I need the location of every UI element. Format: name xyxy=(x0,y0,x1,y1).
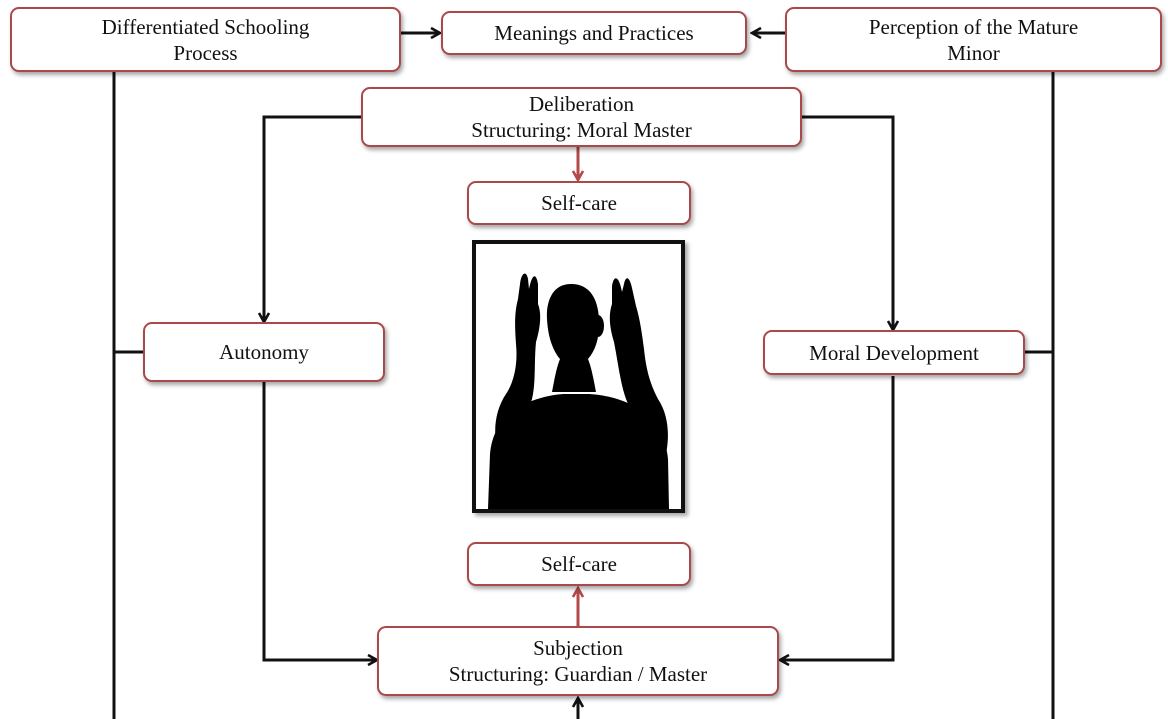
node-line: Process xyxy=(173,40,238,65)
node-label: Moral Development xyxy=(809,340,979,365)
edge-deliberation-to-autonomy xyxy=(264,115,362,322)
edge-moral-dev-to-subjection xyxy=(780,376,895,660)
node-selfcare-bottom: Self-care xyxy=(467,542,691,586)
node-label: Self-care xyxy=(541,552,617,576)
edge-deliberation-to-moral-dev xyxy=(801,115,893,330)
node-autonomy: Autonomy xyxy=(143,322,385,382)
node-label: Self-care xyxy=(541,191,617,215)
person-raising-hands-silhouette-icon xyxy=(488,273,669,509)
node-line: Perception of the Mature xyxy=(868,14,1079,39)
node-selfcare-top: Self-care xyxy=(467,181,691,225)
node-label: Autonomy xyxy=(219,340,309,364)
node-differentiated-schooling: Differentiated Schooling Process xyxy=(10,7,401,72)
node-perception-mature-minor: Perception of the Mature Minor xyxy=(785,7,1162,72)
node-meanings-and-practices: Meanings and Practices xyxy=(441,11,747,55)
node-line: Structuring: Moral Master xyxy=(471,118,692,142)
person-silhouette-image xyxy=(472,240,685,513)
node-line: Differentiated Schooling xyxy=(101,14,310,39)
node-label: Meanings and Practices xyxy=(494,21,694,45)
node-line: Minor xyxy=(947,40,1000,65)
node-line: Structuring: Guardian / Master xyxy=(448,662,708,686)
node-line: Deliberation xyxy=(529,92,634,116)
node-deliberation: Deliberation Structuring: Moral Master xyxy=(361,87,802,147)
node-subjection: Subjection Structuring: Guardian / Maste… xyxy=(377,626,779,696)
node-moral-development: Moral Development xyxy=(763,330,1025,375)
edge-autonomy-to-subjection xyxy=(262,382,377,660)
node-line: Subjection xyxy=(533,636,623,660)
